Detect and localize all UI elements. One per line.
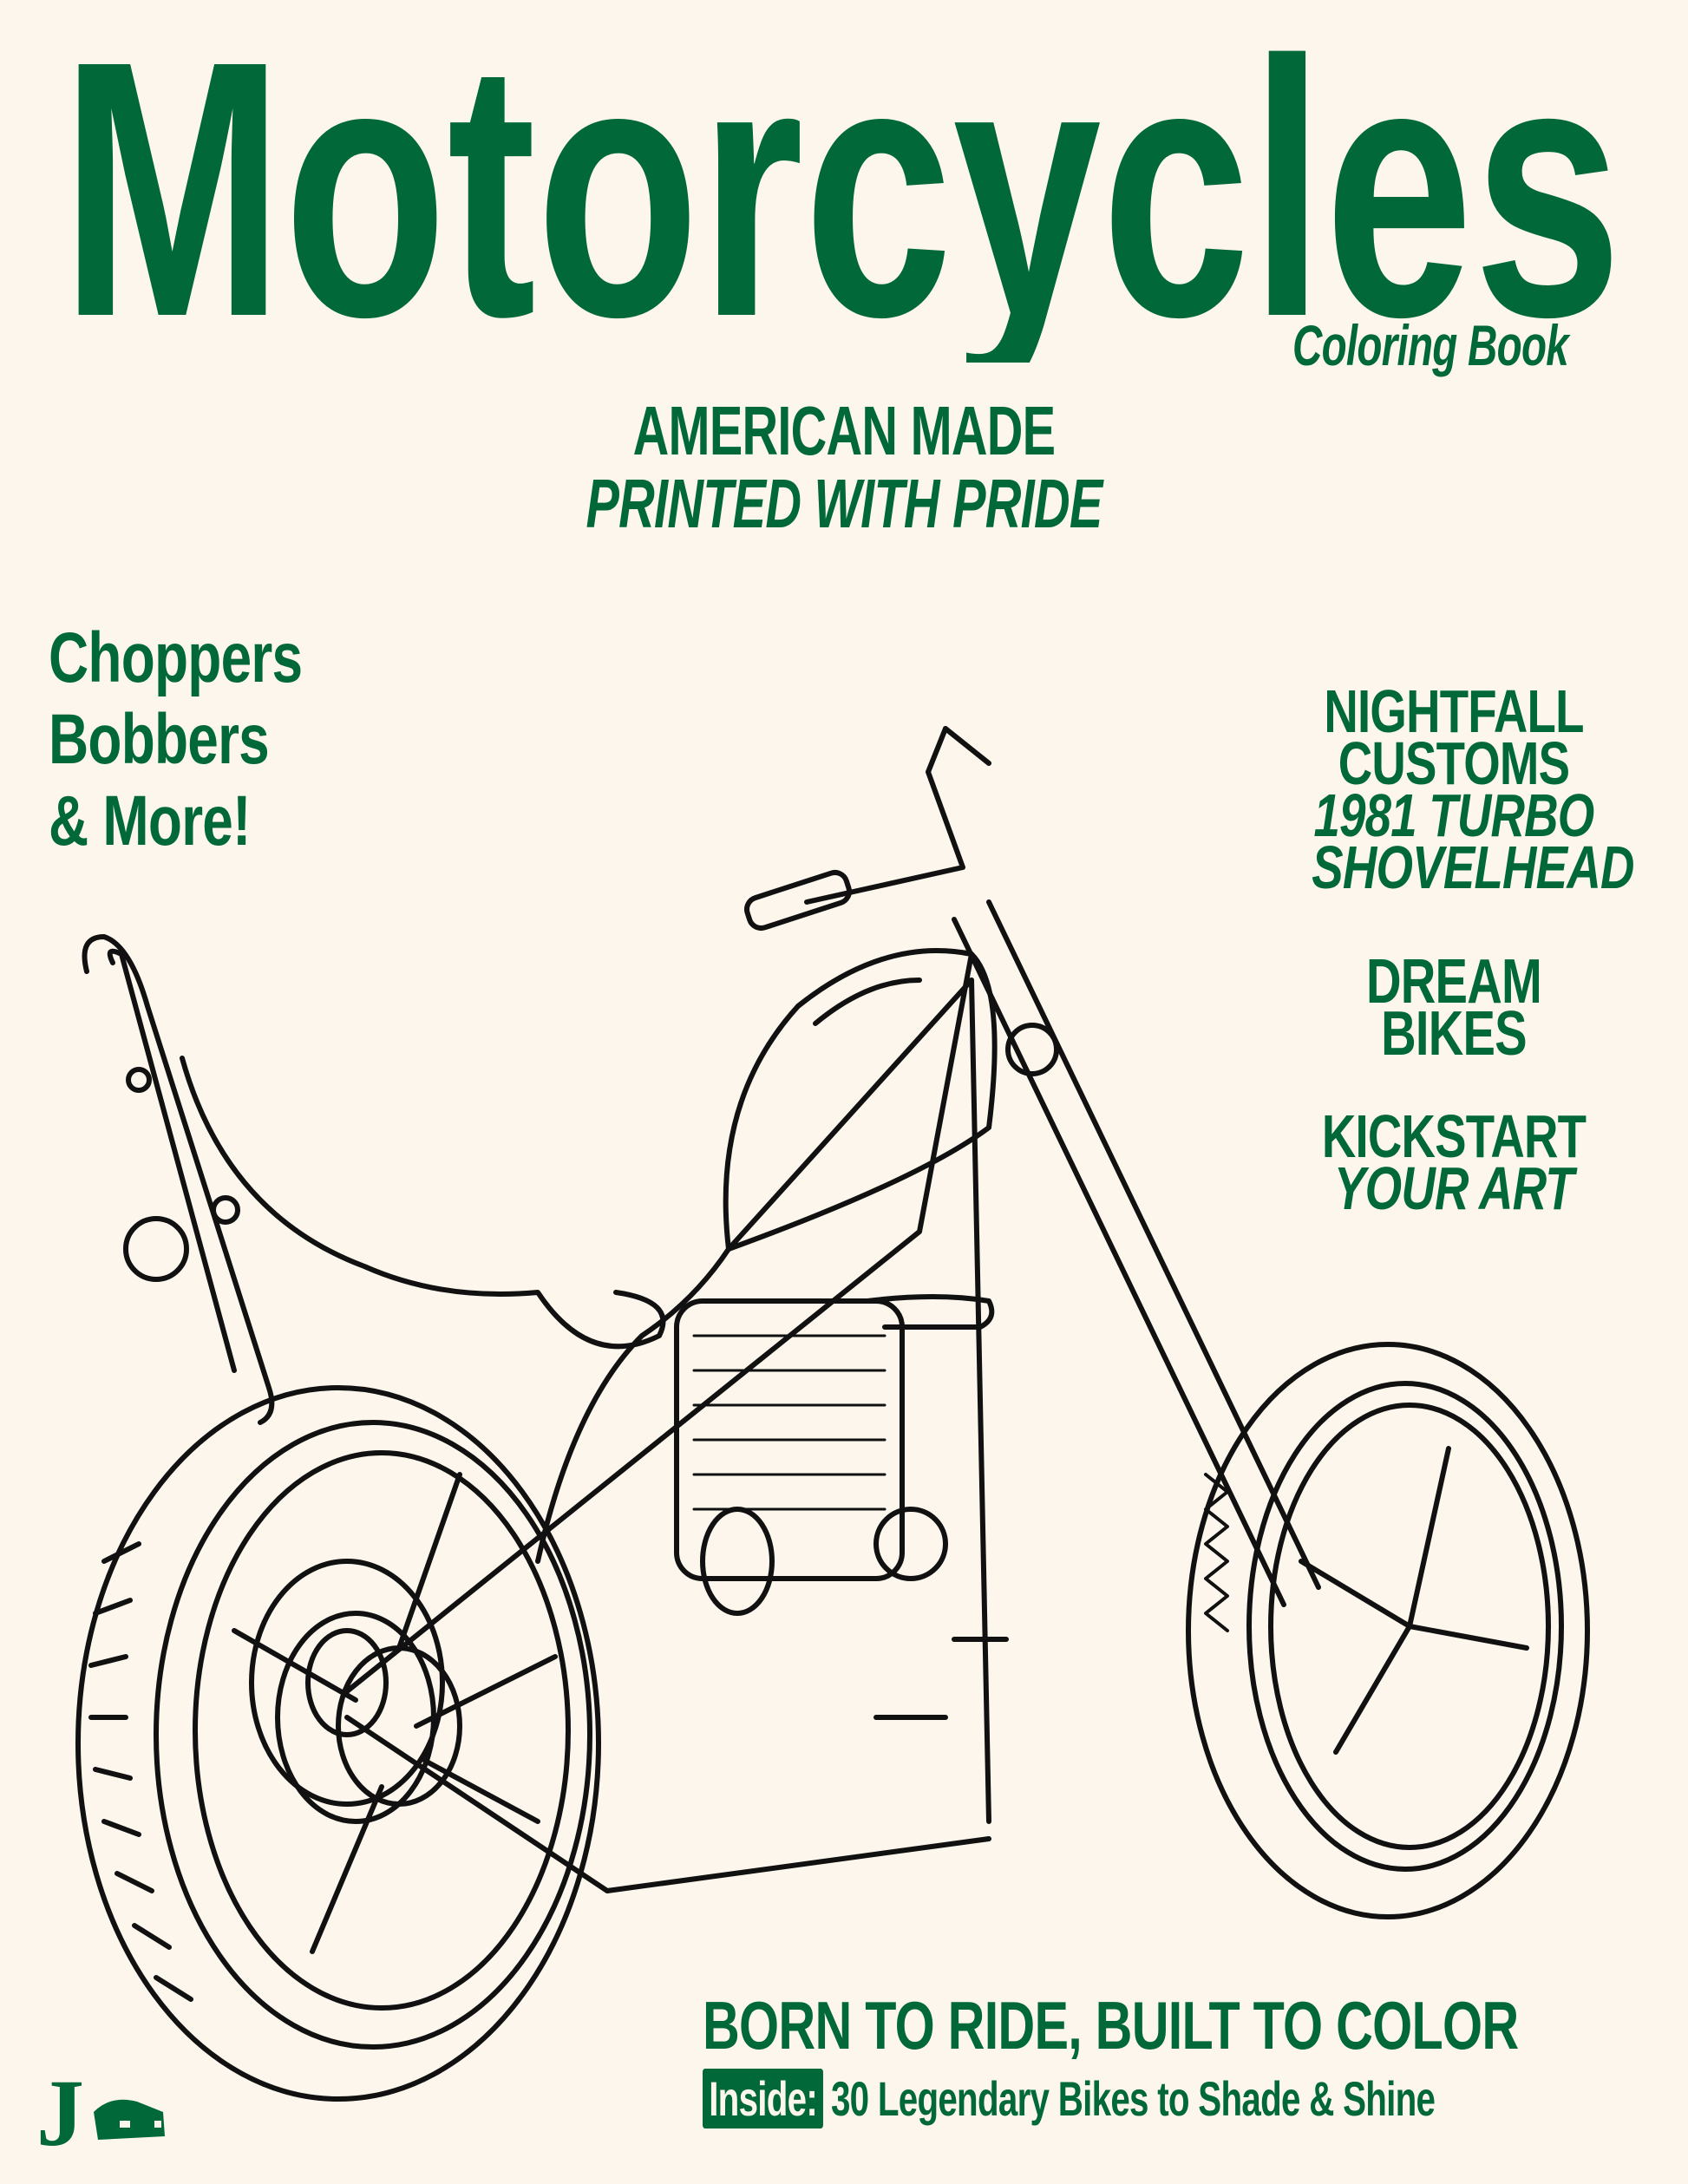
motorcycle-illustration	[75, 726, 1590, 2102]
feature-name-2: CUSTOMS	[1338, 729, 1570, 797]
seat-icon	[82, 934, 666, 1425]
right-callouts: NIGHTFALL CUSTOMS 1981 TURBO SHOVELHEAD …	[1272, 677, 1636, 1222]
fuel-tank-icon	[723, 948, 998, 1252]
tagline: AMERICAN MADE PRINTED WITH PRIDE	[0, 395, 1688, 540]
svg-text:J: J	[36, 2069, 84, 2155]
left-callout-line-3: & More!	[49, 781, 251, 860]
kickstart-line-2: YOUR ART	[1334, 1154, 1574, 1222]
left-callout: Choppers Bobbers & More!	[49, 618, 303, 862]
headlight-icon	[1005, 1023, 1059, 1076]
svg-text:Motorcycles: Motorcycles	[61, 16, 1622, 363]
feature-model-2: SHOVELHEAD	[1312, 834, 1634, 901]
feature-name-1: NIGHTFALL	[1324, 677, 1584, 745]
tagline-line-1: AMERICAN MADE	[632, 392, 1056, 469]
kickstart-line-1: KICKSTART	[1321, 1102, 1587, 1170]
bottom-headline: BORN TO RIDE, BUILT TO COLOR	[703, 1987, 1519, 2063]
cover-subtitle: Coloring Book	[1292, 313, 1569, 377]
brake-disc-icon	[249, 1559, 445, 1807]
frame-icon	[344, 899, 1321, 1893]
publisher-logo-icon: J	[36, 2069, 165, 2155]
left-callout-line-1: Choppers	[49, 618, 303, 697]
feature-model-1: 1981 TURBO	[1313, 781, 1595, 849]
inside-badge: Inside:	[703, 2069, 824, 2128]
kickstart-block: KICKSTART YOUR ART	[1272, 1102, 1636, 1222]
cover-title: Motorcycles	[61, 0, 1631, 395]
left-callout-line-2: Bobbers	[49, 700, 270, 779]
rear-wheel-icon	[75, 1385, 601, 2102]
dream-bikes: DREAM BIKES	[1365, 947, 1542, 1069]
inside-text: 30 Legendary Bikes to Shade & Shine	[830, 2071, 1436, 2126]
title-graphic: Motorcycles	[61, 0, 1622, 395]
handlebar-icon	[744, 726, 991, 932]
engine-icon	[674, 1294, 1009, 1720]
feature-block: NIGHTFALL CUSTOMS 1981 TURBO SHOVELHEAD	[1272, 677, 1636, 901]
bottom-subline: Inside: 30 Legendary Bikes to Shade & Sh…	[703, 2069, 1436, 2128]
front-wheel-icon	[1186, 1342, 1590, 1919]
tagline-line-2: PRINTED WITH PRIDE	[586, 465, 1102, 542]
